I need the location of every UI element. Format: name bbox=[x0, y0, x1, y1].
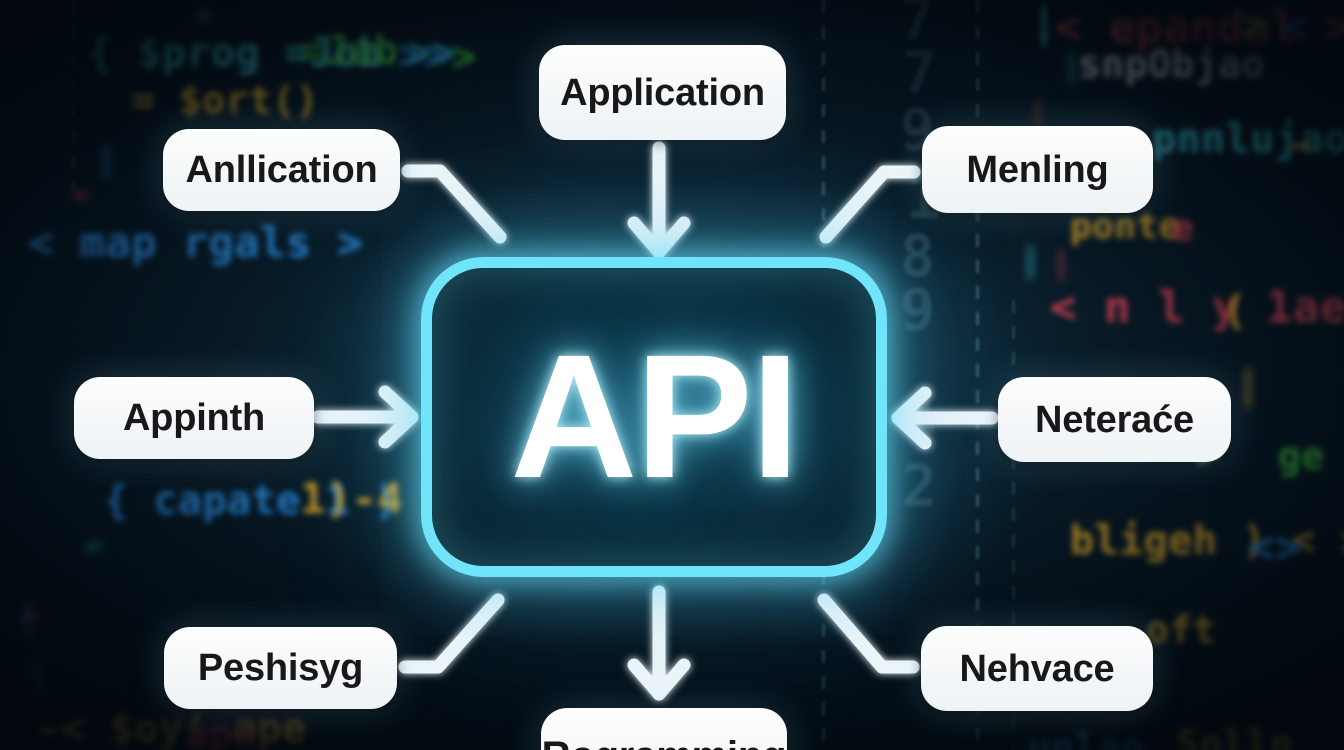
code-fragment: < bbox=[1282, 2, 1309, 53]
api-center-label: API bbox=[510, 319, 799, 515]
code-fragment: < n l y 1ae( ornd bbox=[1050, 282, 1344, 333]
node-top-left-label: Anllication bbox=[185, 149, 378, 191]
node-middle-left-label: Appinth bbox=[122, 397, 266, 439]
code-fragment: unlao bbox=[1028, 726, 1145, 750]
node-top-center[interactable]: Application bbox=[539, 45, 786, 140]
code-fragment: { capate 1 ) -4 bbox=[104, 478, 473, 524]
code-fragment: > bbox=[452, 34, 477, 80]
code-fragment: Snlln bbox=[1176, 722, 1293, 750]
code-fragment: = $ort() bbox=[132, 78, 320, 122]
node-middle-right-label: Neteraće bbox=[1035, 398, 1194, 441]
code-fragment: apn bbox=[186, 712, 257, 750]
code-fragment: < map rgals > bbox=[28, 218, 364, 267]
code-fragment: | bbox=[1052, 246, 1071, 281]
code-fragment: snpObjao bbox=[1078, 42, 1266, 86]
node-bottom-center[interactable]: Rogramming bbox=[541, 708, 787, 750]
code-fragment: ▪ bbox=[196, 0, 213, 30]
node-top-right[interactable]: Menling bbox=[922, 126, 1153, 213]
code-fragment: | bbox=[1020, 240, 1041, 280]
code-fragment: ge bbox=[1278, 434, 1325, 478]
code-fragment: ⌐ bbox=[86, 530, 105, 565]
node-middle-right[interactable]: Neteraće bbox=[998, 377, 1231, 462]
code-fragment: oft bbox=[1146, 608, 1217, 652]
node-bottom-right[interactable]: Nehvace bbox=[921, 626, 1153, 711]
code-fragment: 1)-4 bbox=[300, 474, 404, 523]
node-bottom-right-label: Nehvace bbox=[959, 647, 1115, 690]
code-fragment: l bbox=[30, 660, 49, 695]
code-fragment: — bbox=[1290, 122, 1314, 166]
code-fragment: pnnlujao bbox=[1152, 116, 1344, 162]
code-fragment: =Jab bbox=[300, 28, 399, 74]
node-bottom-left-label: Peshisyg bbox=[197, 647, 364, 689]
code-fragment: ▬ bbox=[74, 182, 88, 207]
code-fragment: bligeh ) < > bbox=[1070, 518, 1344, 564]
gutter-line-number: 9 bbox=[900, 276, 935, 344]
code-fragment: -< $oy( ape bbox=[36, 706, 307, 750]
node-bottom-center-label: Rogramming bbox=[542, 736, 787, 750]
gutter-line-number: 4 bbox=[902, 388, 937, 456]
code-fragment: ▬ bbox=[26, 604, 39, 628]
code-fragment: >> bbox=[398, 30, 450, 79]
code-fragment: | bbox=[1062, 46, 1082, 84]
node-top-right-label: Menling bbox=[966, 148, 1109, 191]
gutter-line-number: 2 bbox=[902, 452, 937, 520]
code-fragment: | bbox=[96, 140, 117, 180]
guide-line bbox=[72, 0, 75, 190]
code-fragment: e bbox=[1172, 208, 1195, 249]
code-fragment: <> bbox=[1248, 522, 1302, 573]
api-center-node[interactable]: API bbox=[421, 257, 887, 577]
node-top-center-label: Application bbox=[560, 71, 765, 114]
code-fragment: | bbox=[1236, 362, 1261, 408]
code-fragment: ( bbox=[1222, 286, 1248, 335]
code-fragment: | bbox=[1032, 0, 1057, 46]
node-middle-left[interactable]: Appinth bbox=[74, 377, 314, 459]
code-fragment: | bbox=[1030, 96, 1047, 126]
node-bottom-left[interactable]: Peshisyg bbox=[164, 627, 397, 709]
node-top-left[interactable]: Anllication bbox=[163, 129, 400, 211]
